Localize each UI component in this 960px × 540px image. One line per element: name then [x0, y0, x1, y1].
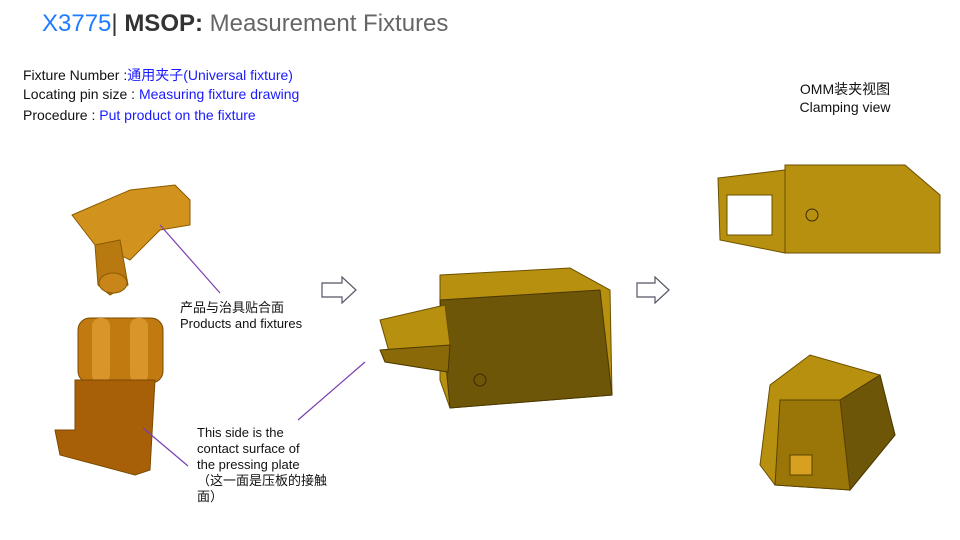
- omm-side-view: [717, 164, 941, 254]
- locating-pin-label: Locating pin size :: [23, 86, 139, 102]
- procedure-label: Procedure :: [23, 107, 100, 123]
- part-code: X3775: [42, 10, 112, 37]
- side-note-line: 面）: [197, 489, 224, 504]
- slide-title: X3775| MSOP: Measurement Fixtures: [42, 10, 448, 38]
- fixture-number-value: 通用夹子(Universal fixture): [127, 67, 293, 83]
- locating-pin-size: Locating pin size : Measuring fixture dr…: [23, 86, 299, 102]
- arrow-right-icon: [636, 275, 670, 305]
- title-separator: |: [111, 10, 118, 37]
- omm-iso-view: [759, 354, 896, 492]
- side-note-line: （这一面是压板的接触: [197, 473, 328, 488]
- procedure: Procedure : Put product on the fixture: [23, 107, 256, 123]
- side-note-line: the pressing plate: [197, 457, 300, 472]
- locating-pin-value: Measuring fixture drawing: [138, 86, 300, 102]
- omm-caption-en: Clamping view: [799, 99, 891, 115]
- arrow-right-icon: [321, 275, 357, 305]
- products-note-en: Products and fixtures: [180, 316, 303, 331]
- omm-caption-cn: OMM装夹视图: [799, 81, 891, 97]
- leader-lines: [142, 224, 366, 467]
- side-note-line: This side is the: [197, 425, 284, 440]
- title-text: Measurement Fixtures: [209, 10, 449, 37]
- product-part-top: [71, 184, 191, 296]
- fixture-assembly: [379, 267, 613, 409]
- product-part-bottom: [54, 317, 164, 476]
- omm-caption: OMM装夹视图 Clamping view: [780, 80, 910, 116]
- fixture-number-label: Fixture Number :: [23, 67, 128, 83]
- procedure-value: Put product on the fixture: [99, 107, 256, 123]
- title-prefix: MSOP:: [124, 10, 203, 37]
- side-note-line: contact surface of: [197, 441, 300, 456]
- fixture-number: Fixture Number :通用夹子(Universal fixture): [23, 65, 293, 85]
- side-note: This side is the contact surface of the …: [197, 425, 327, 505]
- products-note-cn: 产品与治具贴合面: [180, 300, 285, 315]
